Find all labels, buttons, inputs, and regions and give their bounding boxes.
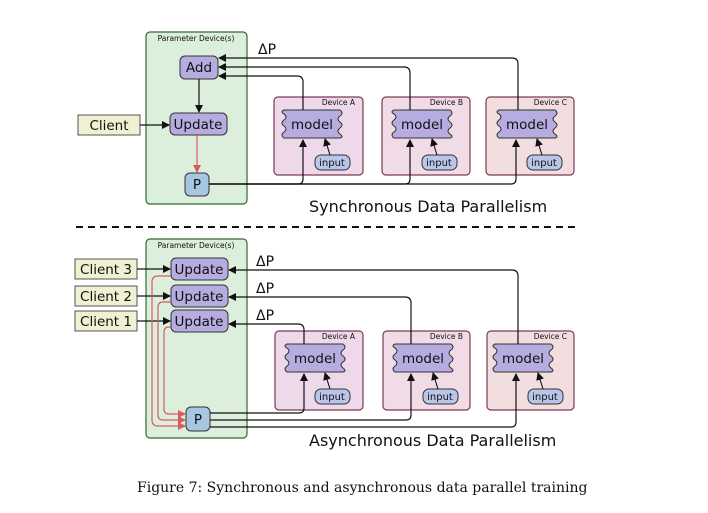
sync-client-label: Client xyxy=(89,118,128,134)
sync-input-c-label: input xyxy=(531,158,557,169)
async-model-b xyxy=(392,343,454,373)
async-device-a-label: Device A xyxy=(322,332,356,341)
async-input-a xyxy=(314,388,351,405)
async-arrow-model-a-update1 xyxy=(228,320,305,344)
async-arrow-input-model-c xyxy=(536,372,544,390)
sync-title: Synchronous Data Parallelism xyxy=(309,197,547,216)
async-arrow-update3-p xyxy=(151,275,186,430)
async-title: Asynchronous Data Parallelism xyxy=(309,431,556,450)
async-device-c-label: Device C xyxy=(534,332,567,341)
sync-arrow-p-model-c xyxy=(209,139,520,185)
sync-input-c xyxy=(526,154,563,171)
sync-device-a-label: Device A xyxy=(322,98,356,107)
async-update-1-label: Update xyxy=(175,314,224,330)
sync-section: Parameter Device(s) Device A Device B De… xyxy=(77,31,575,216)
async-arrow-p-model-b xyxy=(210,373,415,421)
async-model-c xyxy=(492,343,554,373)
async-update-2-label: Update xyxy=(175,289,224,305)
sync-add-label: Add xyxy=(186,60,212,76)
sync-input-a xyxy=(314,154,351,171)
async-delta-label-1: ΔP xyxy=(256,308,274,324)
async-arrow-update1-p xyxy=(163,326,186,418)
async-arrow-update2-p xyxy=(157,301,186,424)
async-arrow-model-b-update2 xyxy=(228,293,412,344)
async-input-c xyxy=(527,388,564,405)
async-client-1-label: Client 1 xyxy=(80,314,132,330)
sync-model-c xyxy=(496,109,558,139)
sync-arrow-model-a-add xyxy=(218,72,304,110)
async-section: Parameter Device(s) Device A Device B De… xyxy=(74,238,575,450)
async-delta-label-3: ΔP xyxy=(256,254,274,270)
sync-input-a-label: input xyxy=(319,158,345,169)
async-input-a-label: input xyxy=(319,392,345,403)
sync-arrow-input-model-a xyxy=(323,138,331,156)
async-model-c-label: model xyxy=(502,351,544,367)
async-arrow-input-model-a xyxy=(323,372,331,390)
sync-model-b-label: model xyxy=(401,117,443,133)
async-arrow-input-model-b xyxy=(431,372,439,390)
sync-device-b-label: Device B xyxy=(430,98,463,107)
async-update-3-label: Update xyxy=(175,262,224,278)
sync-model-a-label: model xyxy=(291,117,333,133)
sync-delta-label: ΔP xyxy=(258,42,276,58)
async-arrow-model-c-update3 xyxy=(228,266,519,344)
sync-input-b-label: input xyxy=(426,158,452,169)
sync-arrow-input-model-b xyxy=(430,138,438,156)
sync-update-label: Update xyxy=(174,117,223,133)
async-input-b xyxy=(422,388,459,405)
async-input-b-label: input xyxy=(427,392,453,403)
sync-update-node xyxy=(169,112,228,136)
sync-model-a xyxy=(281,109,343,139)
async-input-c-label: input xyxy=(532,392,558,403)
async-model-a xyxy=(284,343,346,373)
sync-model-b xyxy=(391,109,453,139)
sync-p-label: P xyxy=(193,177,201,193)
sync-input-b xyxy=(421,154,458,171)
figure-caption: Figure 7: Synchronous and asynchronous d… xyxy=(137,480,587,496)
async-arrow-p-model-c xyxy=(210,373,520,428)
async-parameter-label: Parameter Device(s) xyxy=(158,241,235,250)
async-model-b-label: model xyxy=(402,351,444,367)
sync-arrow-model-c-add xyxy=(218,54,519,110)
async-p-node xyxy=(185,406,211,432)
async-p-label: P xyxy=(194,412,202,428)
async-arrow-p-model-a xyxy=(210,373,308,414)
async-client-2-label: Client 2 xyxy=(80,289,132,305)
sync-arrow-input-model-c xyxy=(535,138,543,156)
sync-parameter-label: Parameter Device(s) xyxy=(158,34,235,43)
async-model-a-label: model xyxy=(294,351,336,367)
async-delta-label-2: ΔP xyxy=(256,281,274,297)
sync-device-c-label: Device C xyxy=(534,98,567,107)
async-client-3-label: Client 3 xyxy=(80,262,132,278)
async-device-b-label: Device B xyxy=(430,332,463,341)
sync-arrow-model-b-add xyxy=(218,63,411,110)
sync-model-c-label: model xyxy=(506,117,548,133)
